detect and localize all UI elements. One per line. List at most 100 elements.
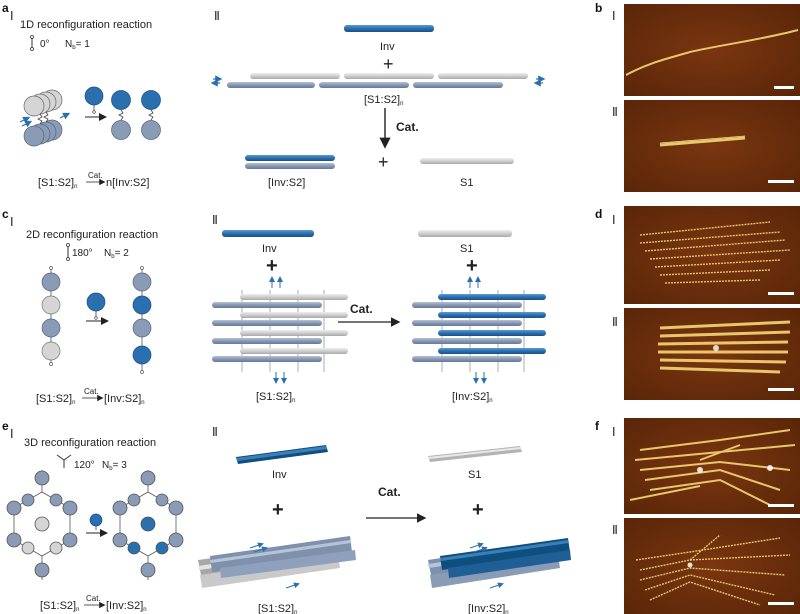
scale-bar-b1 — [774, 86, 794, 89]
panel-d-roman-1: Ⅰ — [612, 213, 616, 227]
panel-c-equation-cat: Cat. — [84, 387, 99, 396]
panel-letter-f: f — [595, 419, 600, 433]
afm-network-f1 — [629, 429, 796, 506]
invs2-chain-2d — [132, 266, 152, 374]
panel-b-roman-2: Ⅱ — [612, 105, 618, 119]
panel-letter-e: e — [2, 419, 9, 433]
afm-fibers-d1 — [639, 221, 791, 284]
panel-e-plus-2: + — [472, 499, 484, 521]
panel-c-roman-2: Ⅱ — [212, 213, 218, 227]
panel-e-inv-label: Inv — [272, 469, 287, 481]
panel-b-roman-1: Ⅰ — [612, 9, 616, 23]
valence-0-icon — [30, 35, 34, 51]
panel-f: f Ⅰ Ⅱ — [595, 418, 800, 614]
panel-a-s1-label: S1 — [460, 177, 473, 189]
panel-a-inv-label: Inv — [380, 41, 395, 53]
afm-bundle-d2 — [657, 320, 791, 374]
panel-c-inv-label: Inv — [262, 243, 277, 255]
panel-c-roman-1: Ⅰ — [10, 215, 14, 229]
panel-e-roman-2: Ⅱ — [212, 425, 218, 439]
panel-a-roman-2: Ⅱ — [214, 9, 220, 23]
s1-strand-c — [418, 230, 512, 237]
scale-bar-d1 — [768, 292, 794, 295]
invs2-sheet-2d — [412, 276, 546, 384]
afm-fiber-b2 — [659, 136, 746, 147]
panel-e-plus-1: + — [272, 499, 284, 521]
panel-f-roman-1: Ⅰ — [612, 425, 616, 439]
panel-a-angle: 0° — [40, 39, 50, 50]
panel-a-roman-1: Ⅰ — [10, 9, 14, 23]
panel-b: b Ⅰ Ⅱ — [595, 1, 800, 192]
panel-a-equation-cat: Cat. — [88, 171, 103, 180]
panel-e-angle: 120° — [74, 460, 95, 471]
panel-c-s1s2-label: [S1:S2]n — [256, 391, 295, 404]
stacked-assembly-1d — [19, 89, 71, 147]
afm-image-b1 — [624, 4, 800, 96]
panel-c: c Ⅰ 2D reconfiguration reaction 180° Nb=… — [2, 207, 546, 406]
panel-e-equation-left: [S1:S2]n — [40, 600, 79, 613]
product-pairs-1d — [111, 90, 161, 140]
inv-monomer-c — [86, 292, 106, 320]
panel-c-plus-2: + — [466, 255, 478, 277]
panel-c-angle: 180° — [72, 248, 93, 259]
panel-d-roman-2: Ⅱ — [612, 315, 618, 329]
s1-strand-a — [420, 158, 514, 164]
inv-monomer — [84, 86, 104, 114]
panel-c-cat-label: Cat. — [350, 302, 373, 316]
invs2-bundle-3d — [428, 538, 571, 589]
s1s2-chain-2d — [41, 266, 61, 366]
invs2-duplex-a — [245, 155, 335, 169]
panel-e-roman-1: Ⅰ — [10, 427, 14, 441]
panel-e-s1s2-label: [S1:S2]n — [258, 603, 297, 614]
panel-c-equation-right: [Inv:S2]n — [104, 393, 145, 406]
panel-letter-b: b — [595, 1, 602, 15]
afm-image-b2 — [624, 100, 800, 192]
panel-a-cat-label: Cat. — [396, 120, 419, 134]
panel-letter-c: c — [2, 207, 9, 221]
panel-a-title: 1D reconfiguration reaction — [20, 19, 152, 31]
panel-a-s1s2-label: [S1:S2]n — [364, 94, 403, 107]
panel-c-n: Nb= 2 — [104, 248, 129, 260]
scale-bar-f2 — [768, 602, 794, 605]
panel-c-equation-left: [S1:S2]n — [36, 393, 75, 406]
scale-bar-b2 — [768, 180, 794, 183]
panel-f-roman-2: Ⅱ — [612, 523, 618, 537]
s1s2-bundle-3d — [198, 536, 356, 589]
panel-a: a Ⅰ 1D reconfiguration reaction 0° Nb= 1 — [2, 1, 546, 190]
panel-a-plus-1: + — [383, 54, 394, 74]
panel-e-n: Nb= 3 — [102, 460, 127, 472]
panel-a-equation-right: n[Inv:S2] — [106, 177, 149, 189]
panel-a-plus-2: + — [378, 152, 389, 172]
s1s2-sheet-2d — [212, 276, 348, 384]
panel-e-title: 3D reconfiguration reaction — [24, 437, 156, 449]
afm-image-d1 — [624, 206, 800, 304]
panel-e-equation-cat: Cat. — [86, 594, 101, 603]
afm-fiber-b1 — [625, 29, 799, 76]
scale-bar-f1 — [768, 504, 794, 507]
panel-c-invs2-label: [Inv:S2]n — [452, 391, 493, 404]
inv-bundle-e — [236, 445, 328, 464]
panel-e-equation-right: [Inv:S2]n — [106, 600, 147, 613]
panel-letter-a: a — [2, 1, 9, 15]
invs2-network-3d — [112, 470, 184, 580]
s1s2-polymer-a — [210, 73, 546, 88]
afm-network-f2 — [635, 534, 791, 606]
inv-strand-c — [222, 230, 314, 237]
s1-bundle-e — [428, 446, 522, 462]
s1s2-network-3d — [6, 470, 78, 580]
panel-d: d Ⅰ Ⅱ — [595, 206, 800, 400]
valence-120-icon — [56, 454, 72, 468]
panel-a-equation-left: [S1:S2]n — [38, 177, 77, 190]
inv-monomer-e — [89, 513, 103, 530]
panel-a-invs2-label: [Inv:S2] — [268, 177, 305, 189]
panel-e: e Ⅰ 3D reconfiguration reaction 120° Nb=… — [2, 419, 571, 614]
panel-e-s1-label: S1 — [468, 469, 481, 481]
scale-bar-d2 — [768, 388, 794, 391]
panel-e-invs2-label: [Inv:S2]n — [468, 603, 509, 614]
panel-e-cat-label: Cat. — [378, 485, 401, 499]
valence-180-icon — [66, 243, 70, 261]
panel-letter-d: d — [595, 207, 602, 221]
panel-c-s1-label: S1 — [460, 243, 473, 255]
panel-c-plus-1: + — [266, 255, 278, 277]
